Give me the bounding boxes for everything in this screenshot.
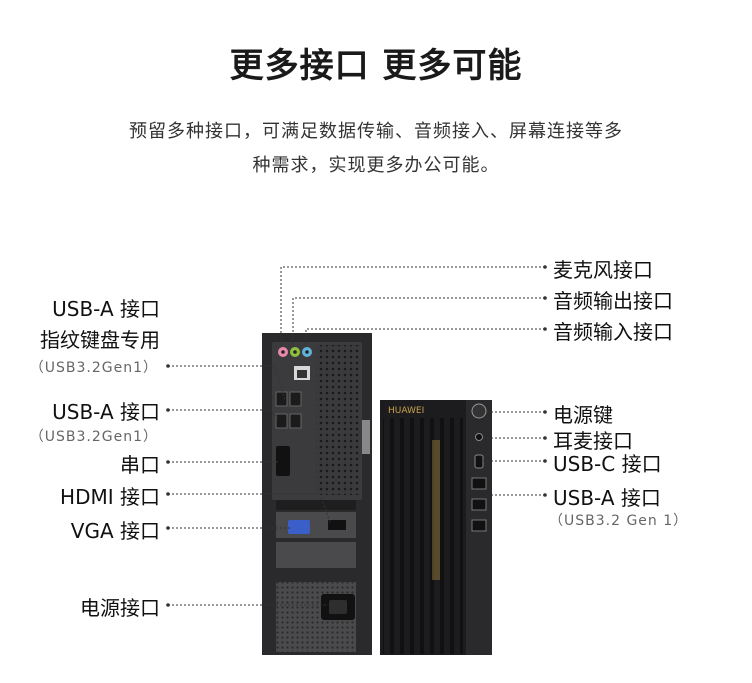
description-line-2: 种需求，实现更多办公可能。 <box>252 155 500 176</box>
headset-jack <box>475 433 483 441</box>
leader-audio-out <box>292 297 545 347</box>
page-title: 更多接口 更多可能 <box>229 46 523 86</box>
rear-vent-panel <box>316 345 360 495</box>
usb-a-port <box>275 391 288 407</box>
label-usb-a-fingerprint-spec: （USB3.2Gen1） <box>29 360 158 376</box>
label-power-socket: 电源接口 <box>80 596 160 620</box>
hdmi-port <box>328 520 346 530</box>
brand-logo: HUAWEI <box>388 406 424 416</box>
front-slats <box>383 418 463 654</box>
label-usb-a-rear: USB-A 接口 <box>52 400 160 424</box>
usb-a-port <box>471 477 487 490</box>
usb-a-port <box>471 519 487 532</box>
leader-hdmi <box>168 493 331 523</box>
description-line-1: 预留多种接口，可满足数据传输、音频接入、屏幕连接等多 <box>129 121 623 142</box>
power-button <box>471 403 487 419</box>
label-usb-a-front: USB-A 接口 <box>553 486 661 510</box>
label-headset: 耳麦接口 <box>553 429 633 453</box>
usb-a-port <box>289 413 302 429</box>
label-power-key: 电源键 <box>553 403 613 427</box>
leader-mic <box>280 266 545 347</box>
usb-c-port <box>474 454 484 469</box>
serial-port <box>276 446 290 476</box>
label-audio-out: 音频输出接口 <box>553 289 673 313</box>
label-usb-a-front-spec: （USB3.2 Gen 1） <box>549 513 689 529</box>
rear-chassis <box>262 333 372 655</box>
usb-a-port <box>471 498 487 511</box>
label-vga: VGA 接口 <box>70 519 160 543</box>
label-usb-c: USB-C 接口 <box>553 452 662 476</box>
label-mic: 麦克风接口 <box>553 258 653 282</box>
rear-ports <box>275 347 346 534</box>
usb-a-port <box>275 413 288 429</box>
expansion-slot-2 <box>276 542 356 568</box>
usb-a-port <box>289 391 302 407</box>
label-usb-a-fingerprint-note: 指纹键盘专用 <box>40 328 160 352</box>
vga-port <box>288 520 310 534</box>
label-usb-a-fingerprint: USB-A 接口 <box>52 297 160 321</box>
label-serial: 串口 <box>120 453 160 477</box>
label-usb-a-rear-spec: （USB3.2Gen1） <box>29 429 158 445</box>
front-ports <box>471 403 487 532</box>
label-hdmi: HDMI 接口 <box>60 485 160 509</box>
leader-usb-a <box>168 409 279 419</box>
label-audio-in: 音频输入接口 <box>553 320 673 344</box>
leader-dots <box>166 265 547 607</box>
leader-lines <box>168 266 545 606</box>
